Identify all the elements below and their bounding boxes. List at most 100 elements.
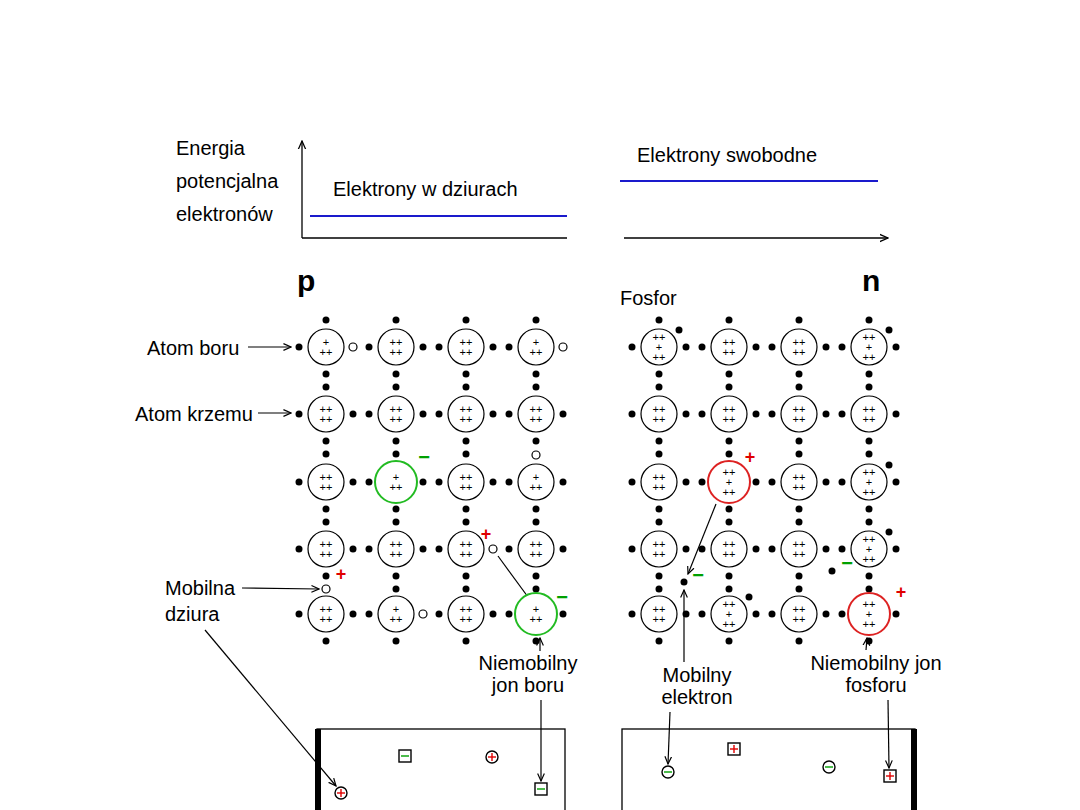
- electron-dot: [726, 519, 733, 526]
- electron-dot: [560, 611, 567, 618]
- electron-dot: [769, 611, 776, 618]
- electron-dot: [393, 638, 400, 645]
- electron-dot: [490, 411, 497, 418]
- electron-dot: [866, 438, 873, 445]
- lattice-atom: ++ ++: [638, 593, 680, 635]
- hole-symbol: [419, 610, 427, 618]
- lattice-atom: ++ ++: [445, 461, 487, 503]
- electron-dot: [560, 546, 567, 553]
- atom-circle: [308, 531, 344, 567]
- electron-dot: [699, 344, 706, 351]
- electron-dot: [839, 344, 846, 351]
- charge-sign: +: [481, 523, 492, 545]
- lattice-atom: ++ ++: [778, 461, 820, 503]
- electron-dot: [893, 411, 900, 418]
- electron-dot: [436, 611, 443, 618]
- electron-dot: [323, 519, 330, 526]
- electron-dot: [796, 506, 803, 513]
- atom-circle: [641, 531, 677, 567]
- atom-circle: [378, 596, 414, 632]
- atom-circle: [518, 464, 554, 500]
- electron-dot: [323, 438, 330, 445]
- charge-text: + ++: [526, 604, 546, 624]
- axis-title: Energia potencjalna elektronów: [176, 132, 290, 231]
- electron-dot: [533, 438, 540, 445]
- charge-text: ++ ++: [789, 604, 809, 624]
- electron-dot: [350, 546, 357, 553]
- electron-dot: [726, 638, 733, 645]
- part-label: Niemobilny jon fosforu: [806, 652, 946, 696]
- electron-dot: [420, 344, 427, 351]
- electron-dot: [829, 568, 836, 575]
- electron-dot: [866, 317, 873, 324]
- region-label: n: [862, 263, 880, 299]
- electron-dot: [533, 317, 540, 324]
- atom-circle: [708, 461, 750, 503]
- charge-text: ++ + ++: [649, 332, 669, 362]
- charge-text: ++ ++: [316, 404, 336, 424]
- electron-dot: [463, 371, 470, 378]
- electron-dot: [490, 611, 497, 618]
- electron-dot: [726, 317, 733, 324]
- electron-dot: [323, 317, 330, 324]
- charge-text: ++ ++: [789, 404, 809, 424]
- electron-dot: [769, 479, 776, 486]
- electron-dot: [866, 451, 873, 458]
- atom-circle: [711, 329, 747, 365]
- electron-dot: [839, 479, 846, 486]
- electron-dot: [726, 384, 733, 391]
- lattice-atom: ++ + ++: [848, 326, 890, 368]
- electron-dot: [629, 546, 636, 553]
- charge-text: ++ ++: [649, 404, 669, 424]
- electron-dot: [296, 411, 303, 418]
- atom-circle: [641, 596, 677, 632]
- electron-dot: [506, 546, 513, 553]
- electron-dot: [463, 638, 470, 645]
- electron-dot: [796, 586, 803, 593]
- part-label: Mobilna dziura: [165, 575, 255, 627]
- ion-atom: + ++: [375, 461, 417, 503]
- electron-dot: [893, 479, 900, 486]
- electron-dot: [683, 344, 690, 351]
- lattice-atom: ++ ++: [708, 528, 750, 570]
- electron-dot: [533, 586, 540, 593]
- electron-dot: [699, 411, 706, 418]
- electron-dot: [796, 438, 803, 445]
- charge-text: + ++: [386, 472, 406, 492]
- electron-dot: [823, 546, 830, 553]
- part-label: Atom boru: [147, 336, 239, 360]
- electron-dot: [796, 519, 803, 526]
- electron-dot: [323, 506, 330, 513]
- electron-dot: [296, 546, 303, 553]
- charge-text: ++ + ++: [859, 467, 879, 497]
- electron-dot: [323, 573, 330, 580]
- electron-dot: [796, 317, 803, 324]
- charge-text: ++ ++: [386, 337, 406, 357]
- electron-dot: [726, 438, 733, 445]
- electron-dot: [436, 479, 443, 486]
- electron-dot: [656, 573, 663, 580]
- ion-atom: ++ + ++: [708, 461, 750, 503]
- atom-circle: [448, 531, 484, 567]
- lattice-atom: ++ ++: [638, 393, 680, 435]
- electron-dot: [726, 573, 733, 580]
- lattice-atom: ++ ++: [375, 528, 417, 570]
- lattice-atom: ++ + ++: [848, 528, 890, 570]
- electron-dot: [629, 411, 636, 418]
- charge-text: ++ ++: [649, 472, 669, 492]
- atom-circle: [378, 396, 414, 432]
- lattice-atom: ++ ++: [305, 461, 347, 503]
- charge-sign: −: [556, 585, 568, 609]
- electron-dot: [393, 573, 400, 580]
- atom-circle: [448, 596, 484, 632]
- electron-dot: [656, 451, 663, 458]
- electron-dot: [629, 344, 636, 351]
- electron-dot: [823, 611, 830, 618]
- electron-dot: [886, 529, 893, 536]
- atom-circle: [378, 329, 414, 365]
- electron-dot: [350, 411, 357, 418]
- lattice-atom: + ++: [515, 461, 557, 503]
- leader-line: [683, 590, 684, 662]
- leader-line: [888, 700, 889, 768]
- charge-text: ++ ++: [386, 539, 406, 559]
